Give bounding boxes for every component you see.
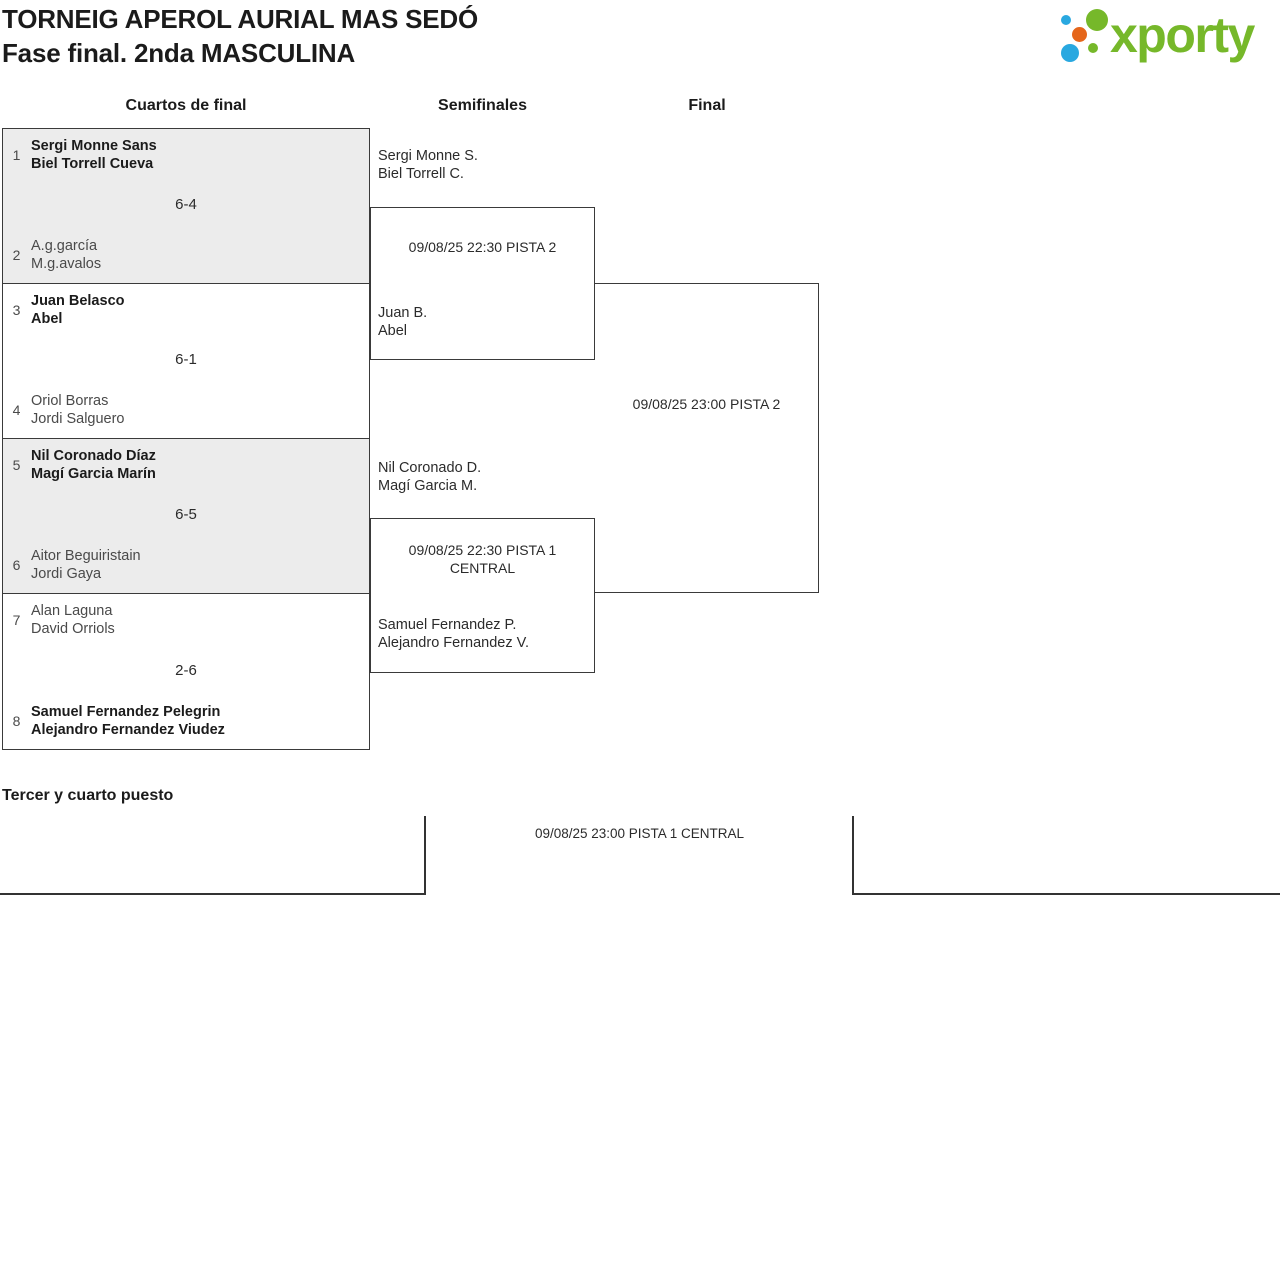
player-name: Juan Belasco: [31, 293, 125, 309]
player-name: Samuel Fernandez Pelegrin: [31, 704, 221, 720]
player-name: M.g.avalos: [31, 256, 102, 272]
match-score: 6-5: [175, 506, 197, 523]
player-name: David Orriols: [31, 621, 115, 637]
semifinal-1-team-2[interactable]: Juan B. Abel: [378, 304, 427, 340]
match-score: 6-4: [175, 196, 197, 213]
seed-number: 2: [12, 247, 21, 263]
semifinal-2-team-1[interactable]: Nil Coronado D. Magí Garcia M.: [378, 459, 481, 495]
player-name: Magí Garcia Marín: [31, 466, 156, 482]
player-name: Jordi Salguero: [31, 411, 125, 427]
team-row-seed-8[interactable]: 8 Samuel Fernandez Pelegrin Alejandro Fe…: [3, 703, 369, 739]
round-header-semifinals: Semifinales: [438, 97, 527, 114]
round-header-quarterfinals: Cuartos de final: [125, 97, 247, 114]
seed-number: 6: [12, 557, 21, 573]
player-name: Nil Coronado Díaz: [31, 448, 156, 464]
team-names: A.g.garcía M.g.avalos: [31, 237, 101, 273]
player-name: Abel: [378, 323, 408, 339]
logo-wordmark[interactable]: xporty: [1110, 7, 1255, 63]
third-place-heading: Tercer y cuarto puesto: [2, 787, 174, 804]
player-name: Nil Coronado D.: [378, 460, 482, 476]
match-semifinal-2[interactable]: 09/08/25 22:30 PISTA 1 CENTRAL: [370, 518, 595, 673]
player-name: Samuel Fernandez P.: [378, 617, 517, 633]
player-name: Alan Laguna: [31, 603, 113, 619]
team-names: Juan Belasco Abel: [31, 292, 125, 328]
logo-dot-green-small: [1088, 43, 1098, 53]
player-name: Juan B.: [378, 305, 428, 321]
seed-number: 3: [12, 302, 21, 318]
match-schedule: 09/08/25 22:30 PISTA 2: [408, 239, 557, 255]
match-schedule: 09/08/25 23:00 PISTA 2: [632, 396, 781, 412]
team-names: Sergi Monne Sans Biel Torrell Cueva: [31, 137, 157, 173]
seed-number: 5: [12, 457, 21, 473]
semifinal-1-team-1[interactable]: Sergi Monne S. Biel Torrell C.: [378, 147, 478, 183]
logo-dot-blue-small: [1061, 15, 1071, 25]
team-names: Oriol Borras Jordi Salguero: [31, 392, 125, 428]
seed-number: 4: [12, 402, 21, 418]
phase-name: Fase final. 2nda MASCULINA: [2, 38, 356, 68]
logo-dot-orange: [1072, 27, 1087, 42]
team-row-seed-7[interactable]: 7 Alan Laguna David Orriols: [3, 602, 369, 638]
player-name: Alejandro Fernandez V.: [378, 635, 530, 651]
team-row-seed-4[interactable]: 4 Oriol Borras Jordi Salguero: [3, 392, 369, 428]
logo-dot-blue-large: [1061, 44, 1079, 62]
team-names: Nil Coronado Díaz Magí Garcia Marín: [31, 447, 156, 483]
bracket-line: [0, 893, 425, 895]
player-name: Sergi Monne S.: [378, 148, 478, 164]
bracket-line: [852, 816, 854, 895]
match-quarterfinal-4: 7 Alan Laguna David Orriols 2-6 8 Samuel…: [2, 593, 370, 750]
tournament-name: TORNEIG APEROL AURIAL MAS SEDÓ: [2, 4, 479, 34]
round-header-final: Final: [688, 97, 726, 114]
team-names: Alan Laguna David Orriols: [31, 602, 115, 638]
team-row-seed-3[interactable]: 3 Juan Belasco Abel: [3, 292, 369, 328]
third-place-schedule[interactable]: 09/08/25 23:00 PISTA 1 CENTRAL: [534, 826, 745, 841]
player-name: Oriol Borras: [31, 393, 109, 409]
team-names: Samuel Fernandez Pelegrin Alejandro Fern…: [31, 703, 225, 739]
team-row-seed-2[interactable]: 2 A.g.garcía M.g.avalos: [3, 237, 369, 273]
player-name: Sergi Monne Sans: [31, 138, 157, 154]
player-name: Biel Torrell Cueva: [31, 156, 154, 172]
seed-number: 1: [12, 147, 21, 163]
logo-dot-green-large: [1086, 9, 1108, 31]
match-score: 6-1: [175, 351, 197, 368]
player-name: Jordi Gaya: [31, 566, 102, 582]
match-quarterfinal-3: 5 Nil Coronado Díaz Magí Garcia Marín 6-…: [2, 438, 370, 594]
match-schedule: 09/08/25 22:30 PISTA 1 CENTRAL: [408, 542, 557, 576]
bracket-line: [853, 893, 1280, 895]
player-name: A.g.garcía: [31, 238, 98, 254]
xporty-logo[interactable]: [1040, 0, 1280, 80]
team-names: Aitor Beguiristain Jordi Gaya: [31, 547, 141, 583]
page-title: TORNEIG APEROL AURIAL MAS SEDÓ Fase fina…: [2, 2, 478, 70]
match-score: 2-6: [175, 661, 197, 679]
team-row-seed-1[interactable]: 1 Sergi Monne Sans Biel Torrell Cueva: [3, 137, 369, 173]
match-final[interactable]: 09/08/25 23:00 PISTA 2: [595, 283, 819, 593]
match-quarterfinal-2: 3 Juan Belasco Abel 6-1 4 Oriol Borras J…: [2, 283, 370, 439]
bracket-line: [424, 816, 426, 895]
player-name: Biel Torrell C.: [378, 166, 464, 182]
team-row-seed-6[interactable]: 6 Aitor Beguiristain Jordi Gaya: [3, 547, 369, 583]
player-name: Magí Garcia M.: [378, 478, 478, 494]
semifinal-2-team-2[interactable]: Samuel Fernandez P. Alejandro Fernandez …: [378, 616, 529, 652]
player-name: Alejandro Fernandez Viudez: [31, 722, 225, 738]
match-quarterfinal-1: 1 Sergi Monne Sans Biel Torrell Cueva 6-…: [2, 128, 370, 284]
player-name: Aitor Beguiristain: [31, 548, 141, 564]
player-name: Abel: [31, 311, 63, 327]
match-semifinal-1[interactable]: 09/08/25 22:30 PISTA 2: [370, 207, 595, 360]
seed-number: 7: [12, 612, 21, 628]
seed-number: 8: [12, 713, 21, 729]
team-row-seed-5[interactable]: 5 Nil Coronado Díaz Magí Garcia Marín: [3, 447, 369, 483]
